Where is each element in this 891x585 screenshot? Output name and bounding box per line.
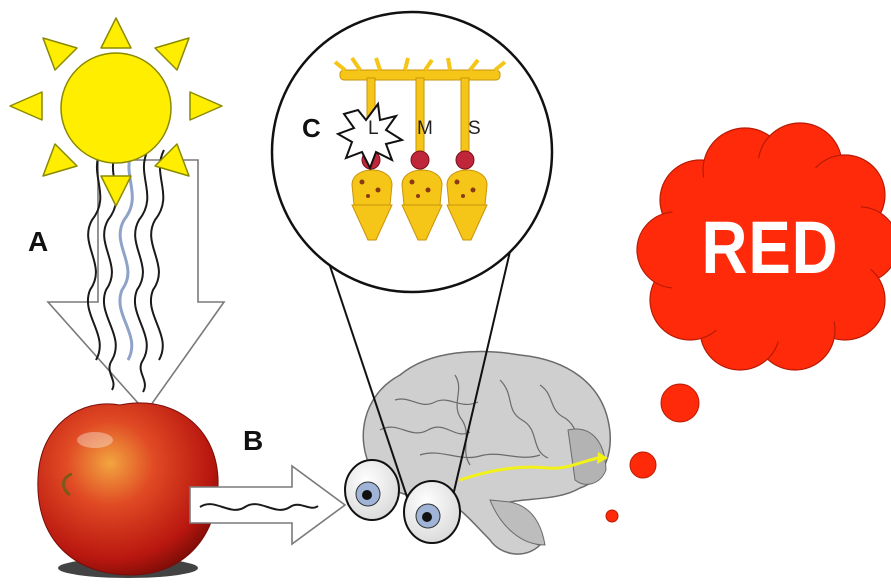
light-arrow (48, 150, 224, 412)
label-b: B (243, 425, 263, 457)
eye-left-icon (345, 460, 399, 520)
perception-text: RED (693, 205, 848, 290)
cone-label-l: L (368, 118, 379, 140)
cone-cells-magnifier (272, 12, 552, 292)
label-c: C (302, 113, 321, 144)
cone-label-s: S (468, 118, 481, 140)
thought-bubbles (606, 384, 699, 522)
brain-icon (363, 352, 610, 555)
cone-label-m: M (417, 118, 433, 140)
label-a: A (28, 226, 48, 258)
eye-right-icon (404, 481, 460, 543)
